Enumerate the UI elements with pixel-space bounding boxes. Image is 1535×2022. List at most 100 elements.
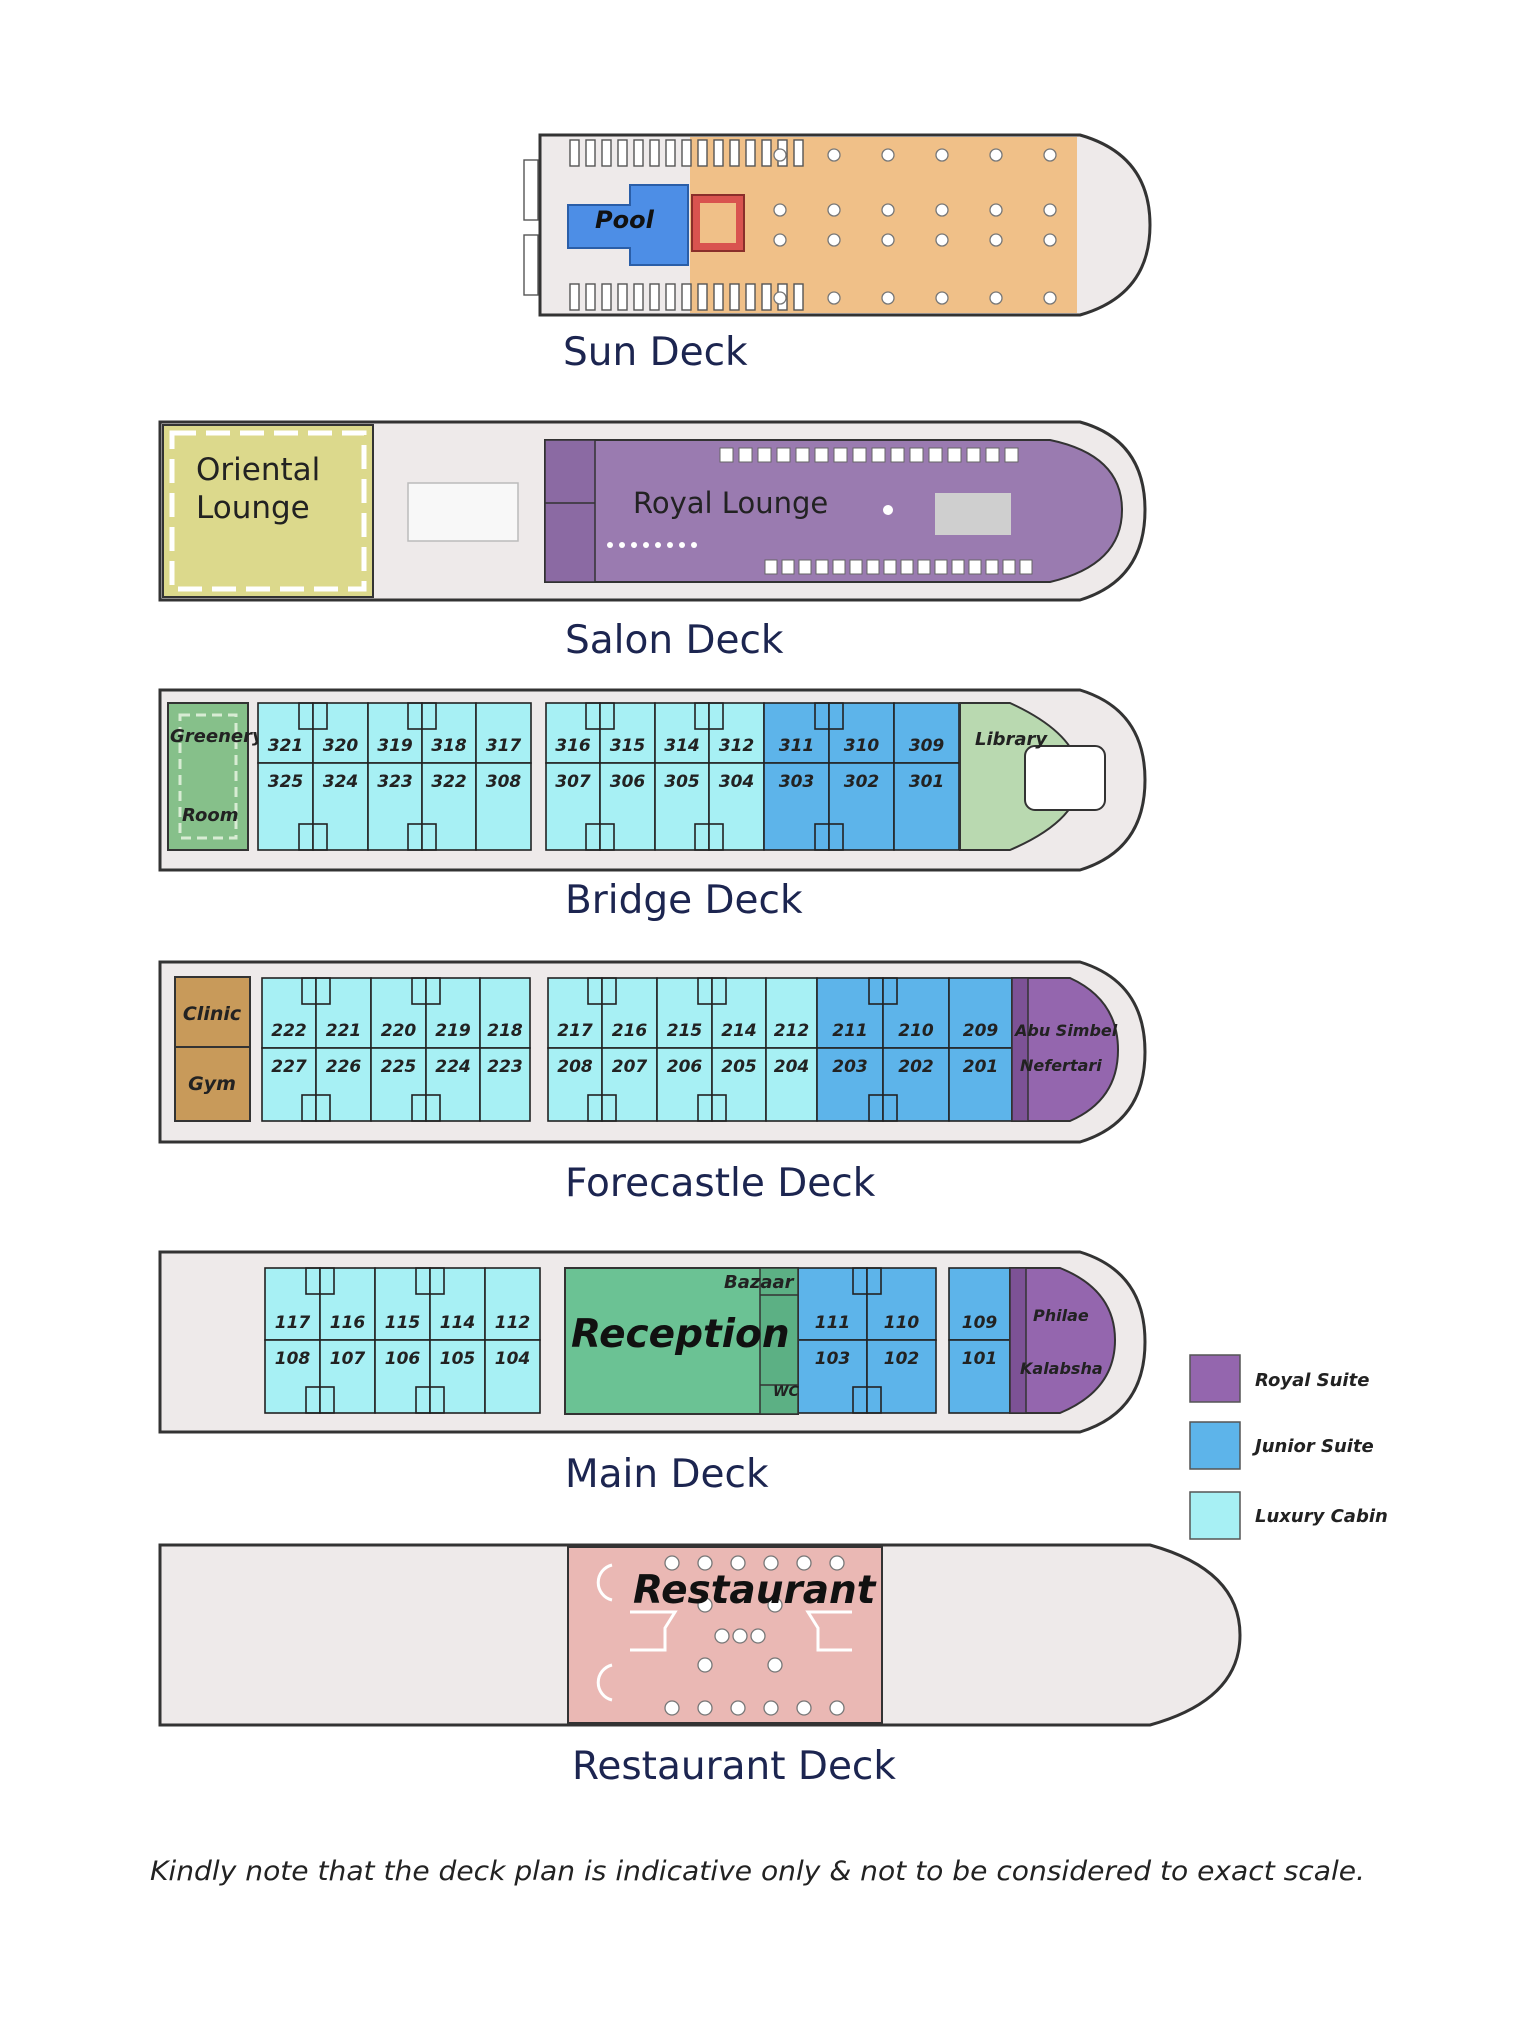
philae-kalabsha-suites[interactable]: [1009, 1267, 1117, 1414]
cabin-bathroom: [852, 1386, 882, 1414]
lounge-seat: [679, 542, 685, 548]
cabin[interactable]: [264, 1339, 321, 1414]
suite-abu-simbel: Abu Simbel: [1013, 1021, 1118, 1040]
cabin-number: 226: [326, 1057, 362, 1077]
cabin[interactable]: [948, 1047, 1013, 1122]
cabin[interactable]: [601, 977, 658, 1049]
cabin[interactable]: [312, 702, 369, 764]
cabin[interactable]: [479, 977, 531, 1049]
cabin[interactable]: [484, 1267, 541, 1341]
cabin[interactable]: [547, 977, 603, 1049]
table-setting: [827, 203, 841, 217]
gym[interactable]: [174, 1046, 251, 1122]
cabin[interactable]: [654, 762, 710, 851]
cabin[interactable]: [264, 1267, 321, 1341]
cabin[interactable]: [484, 1339, 541, 1414]
cabin[interactable]: [708, 702, 765, 764]
cabin[interactable]: [421, 762, 477, 851]
cabin[interactable]: [765, 1047, 818, 1122]
cabin[interactable]: [315, 1047, 372, 1122]
cabin[interactable]: [261, 1047, 317, 1122]
cabin[interactable]: [425, 1047, 481, 1122]
cabin[interactable]: [816, 977, 884, 1049]
cabin[interactable]: [763, 702, 830, 764]
cabin[interactable]: [763, 762, 830, 851]
cabin[interactable]: [893, 762, 960, 851]
cabin[interactable]: [319, 1267, 376, 1341]
reception[interactable]: [564, 1267, 799, 1415]
lounge-seat: [871, 447, 886, 463]
lounge-seat: [798, 559, 812, 575]
cabin-bathroom: [407, 702, 437, 730]
cabin[interactable]: [421, 702, 477, 764]
cabin-number: 203: [832, 1057, 868, 1077]
cabin[interactable]: [656, 1047, 713, 1122]
restaurant-table: [829, 1555, 845, 1571]
cabin-bathroom: [298, 823, 328, 851]
cabin-number: 306: [610, 772, 646, 792]
lounge-seat: [631, 542, 637, 548]
lounge-seat: [900, 559, 914, 575]
cabin[interactable]: [429, 1339, 486, 1414]
cabin[interactable]: [601, 1047, 658, 1122]
cabin[interactable]: [261, 977, 317, 1049]
cabin[interactable]: [866, 1339, 937, 1414]
abu-simbel-nefertari-suites[interactable]: [1011, 977, 1120, 1122]
table-setting: [935, 291, 949, 305]
cabin[interactable]: [708, 762, 765, 851]
cabin-number: 117: [275, 1313, 311, 1333]
cabin[interactable]: [816, 1047, 884, 1122]
cabin[interactable]: [374, 1339, 431, 1414]
table-setting: [1043, 291, 1057, 305]
cabin[interactable]: [370, 1047, 427, 1122]
cabin[interactable]: [948, 1339, 1011, 1414]
lounge-seat: [985, 559, 999, 575]
cabin[interactable]: [882, 1047, 950, 1122]
cabin-number: 212: [774, 1021, 810, 1041]
restaurant-table: [796, 1555, 812, 1571]
restaurant-table: [732, 1628, 748, 1644]
cabin[interactable]: [475, 702, 532, 764]
cabin[interactable]: [475, 762, 532, 851]
restaurant-table: [829, 1700, 845, 1716]
cabin[interactable]: [828, 702, 895, 764]
bridge-cabins: 3213253203243193233183223173083163073153…: [257, 702, 960, 851]
cabin[interactable]: [315, 977, 372, 1049]
cabin[interactable]: [257, 762, 314, 851]
cabin-bathroom: [415, 1267, 445, 1295]
restaurant-table: [714, 1628, 730, 1644]
cabin-number: 312: [719, 736, 755, 756]
cabin[interactable]: [257, 702, 314, 764]
cabin[interactable]: [370, 977, 427, 1049]
cabin-bathroom: [301, 1094, 331, 1122]
lounger: [585, 283, 596, 311]
cabin[interactable]: [599, 702, 656, 764]
cabin[interactable]: [312, 762, 369, 851]
staircase: [596, 1663, 613, 1702]
cabin[interactable]: [866, 1267, 937, 1341]
cabin[interactable]: [425, 977, 481, 1049]
cabin-number: 324: [323, 772, 359, 792]
cabin-bathroom: [411, 977, 441, 1005]
cabin[interactable]: [765, 977, 818, 1049]
bridge-wheelhouse: [1024, 745, 1106, 811]
stairs: [523, 159, 539, 221]
royal-lounge[interactable]: [544, 439, 1124, 583]
cabin-number: 105: [440, 1349, 476, 1369]
cabin[interactable]: [948, 1267, 1011, 1341]
cabin[interactable]: [367, 702, 423, 764]
lounger: [649, 283, 660, 311]
cabin[interactable]: [479, 1047, 531, 1122]
cabin-number: 112: [495, 1313, 531, 1333]
restaurant-table: [730, 1700, 746, 1716]
cabin[interactable]: [374, 1267, 431, 1341]
disclaimer-note: Kindly note that the deck plan is indica…: [150, 1856, 1365, 1887]
lounger: [585, 139, 596, 167]
cabin[interactable]: [367, 762, 423, 851]
oriental-lounge[interactable]: [162, 424, 374, 598]
cabin[interactable]: [797, 1267, 868, 1341]
pool-shape[interactable]: [567, 184, 689, 266]
clinic[interactable]: [174, 976, 251, 1048]
buffet-counter: [805, 1610, 852, 1652]
table-setting: [881, 148, 895, 162]
